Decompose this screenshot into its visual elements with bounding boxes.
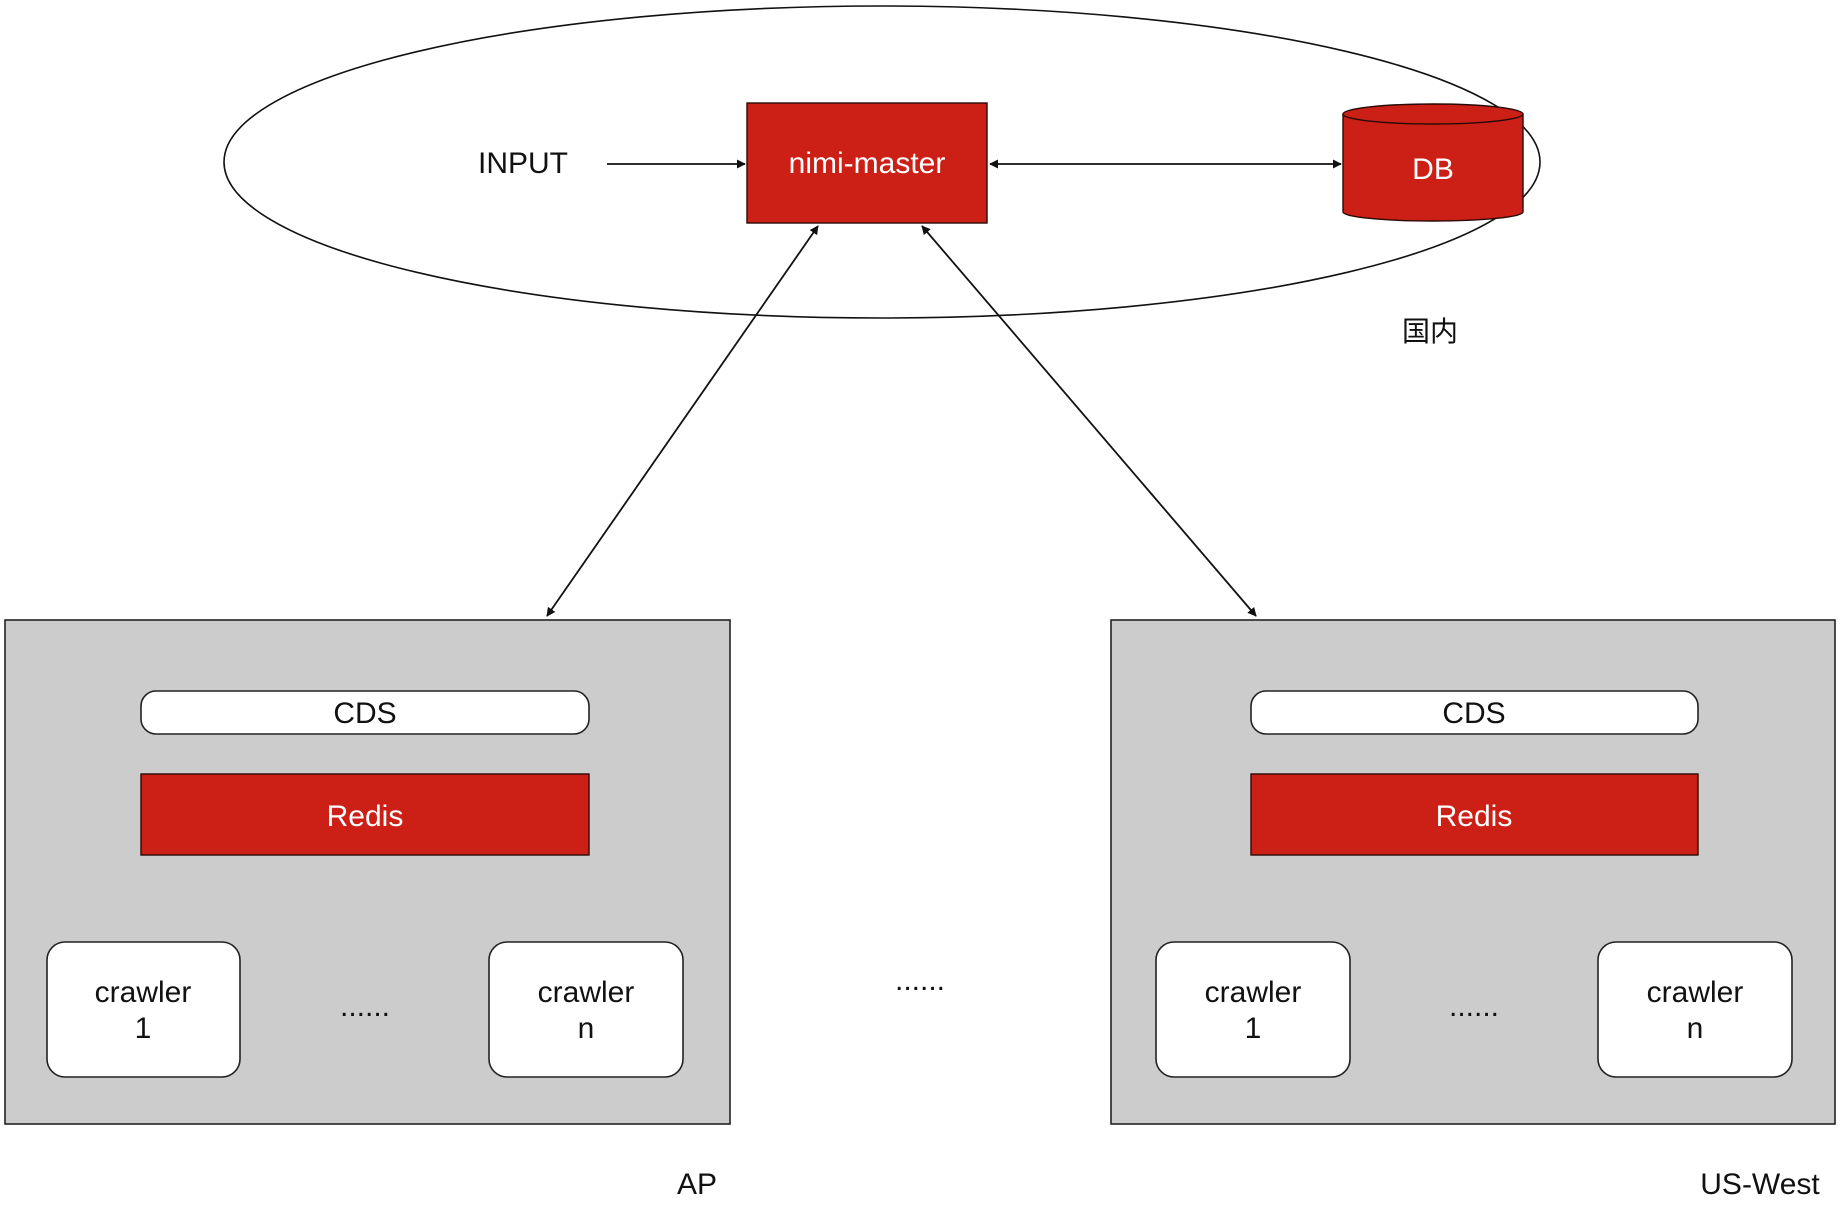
uswest-cds-label: CDS (1442, 697, 1505, 730)
ap-cds-box[interactable]: CDS (140, 690, 590, 735)
ap-crawler-n-label-line2: n (578, 1012, 595, 1045)
uswest-crawler-1-label-line2: 1 (1245, 1012, 1262, 1045)
uswest-cds-box[interactable]: CDS (1250, 690, 1699, 735)
uswest-crawler-n[interactable]: crawler n (1597, 941, 1793, 1078)
region-us-west-label: US-West (1700, 1168, 1820, 1201)
db-label: DB (1412, 153, 1454, 186)
ap-redis-box[interactable]: Redis (140, 773, 590, 856)
ap-crawler-n-label-line1: crawler (538, 976, 635, 1009)
db-node[interactable]: DB (1342, 103, 1524, 222)
uswest-crawler-1-label-line1: crawler (1205, 976, 1302, 1009)
uswest-crawler-n-label-line2: n (1687, 1012, 1704, 1045)
ap-crawler-ellipsis: ...... (340, 990, 390, 1023)
region-us-west: CDS Redis crawler 1 ...... crawler n (1110, 619, 1836, 1125)
master-label: nimi-master (789, 147, 946, 180)
master-uswest-arrow (921, 225, 1257, 617)
region-ap: CDS Redis crawler 1 ...... crawler n (4, 619, 731, 1125)
region-ap-label: AP (677, 1168, 717, 1201)
input-label: INPUT (478, 147, 568, 180)
ap-crawler-n[interactable]: crawler n (488, 941, 684, 1078)
master-node[interactable]: nimi-master (746, 102, 988, 224)
uswest-redis-box[interactable]: Redis (1250, 773, 1699, 856)
ap-crawler-1-label-line2: 1 (135, 1012, 152, 1045)
uswest-crawler-1[interactable]: crawler 1 (1155, 941, 1351, 1078)
uswest-crawler-n-label-line1: crawler (1647, 976, 1744, 1009)
domestic-zone-label: 国内 (1402, 316, 1458, 347)
master-ap-arrow (546, 225, 819, 617)
uswest-crawler-ellipsis: ...... (1449, 990, 1499, 1023)
ap-redis-label: Redis (327, 800, 404, 833)
ap-crawler-1[interactable]: crawler 1 (46, 941, 241, 1078)
between-regions-ellipsis: ...... (895, 964, 945, 997)
ap-crawler-1-label-line1: crawler (95, 976, 192, 1009)
ap-cds-label: CDS (333, 697, 396, 730)
uswest-redis-label: Redis (1436, 800, 1513, 833)
domestic-zone-ellipse (223, 5, 1541, 319)
